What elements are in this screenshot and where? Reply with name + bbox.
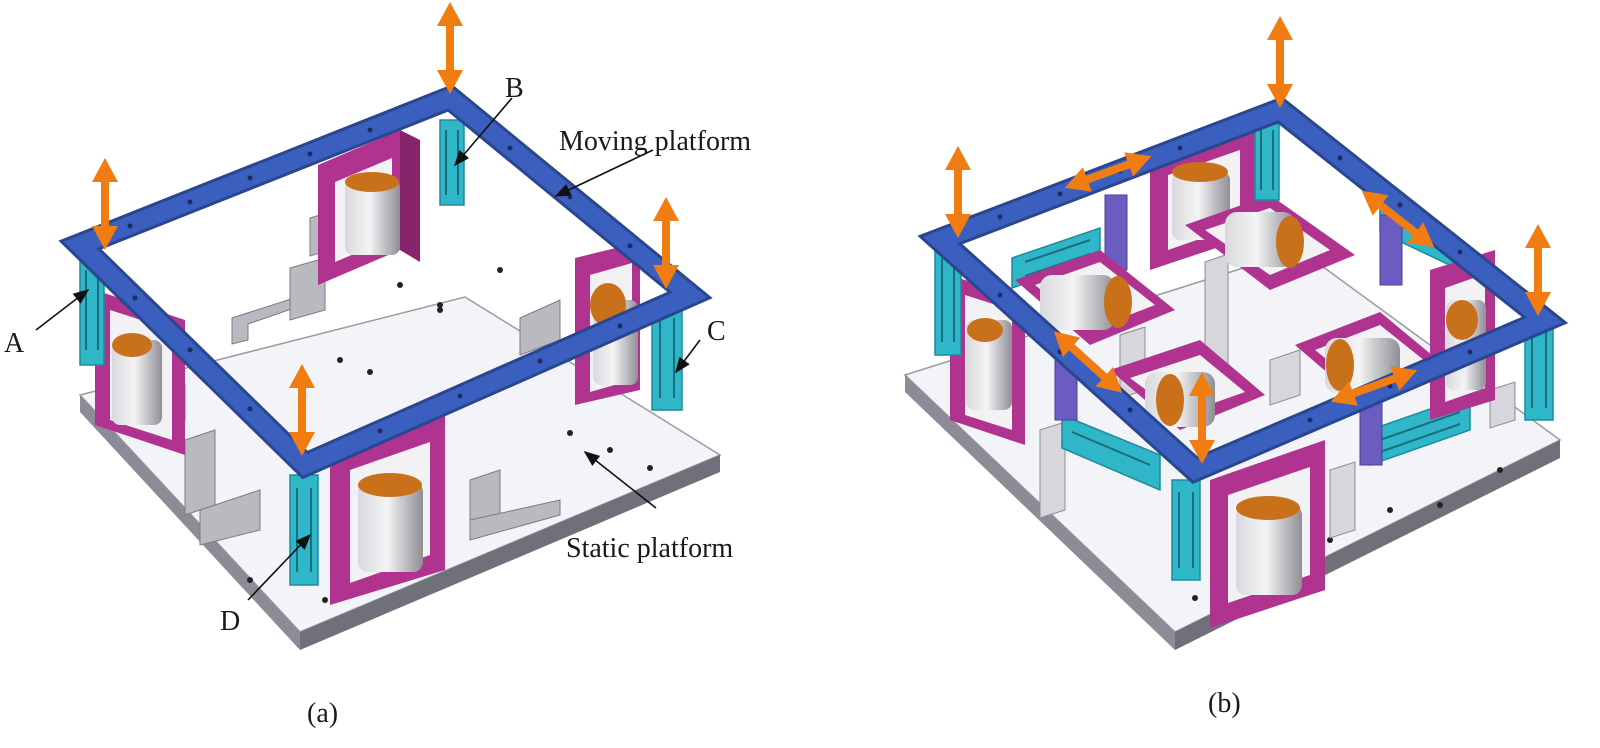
moving-platform-frame-a [58,84,713,480]
caption-b: (b) [1208,688,1241,719]
leader-a [35,289,90,331]
leader-moving-platform [554,149,654,197]
panel-b: (b) [903,16,1569,719]
actuator-center-left-b [1015,250,1175,345]
bracket-set-b [1039,253,1516,539]
leader-lines-a [35,97,701,601]
actuator-back-a [318,130,420,285]
label-b: B [505,73,524,104]
label-moving-platform: Moving platform [559,126,751,157]
arrow-top-b [1267,16,1293,108]
label-static-platform: Static platform [566,533,733,564]
panel-a: Moving platform Static platform A B C D … [4,2,751,729]
actuator-center-right-b [1185,195,1355,290]
actuator-front-a [330,415,445,605]
actuator-left-b [950,275,1025,445]
actuator-front-b [1210,440,1325,628]
caption-a: (a) [307,698,338,729]
moving-platform-frame-b [917,96,1569,485]
leader-static-platform [583,451,657,509]
leader-c [675,339,701,374]
arrow-top-a [437,2,463,94]
leader-d [247,533,312,601]
label-a: A [4,328,25,359]
violet-posts-b [1054,194,1403,466]
leader-b [453,97,513,167]
label-d: D [220,606,240,637]
actuator-center-front-b [1110,340,1265,430]
label-c: C [707,316,726,347]
